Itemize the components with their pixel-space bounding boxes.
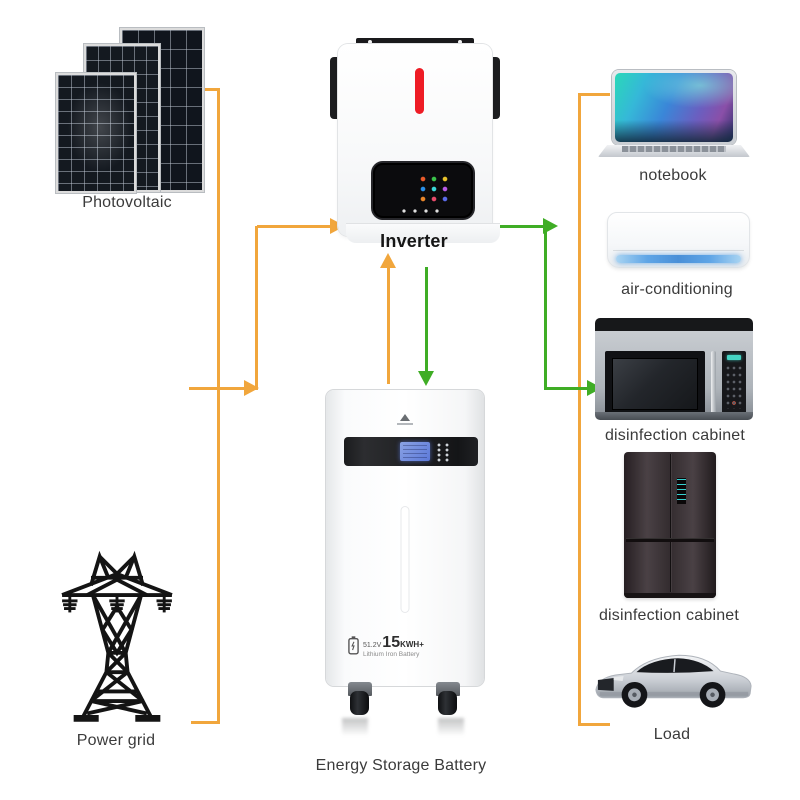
wheel-reflection-right [438,718,464,736]
microwave-handle [711,351,716,417]
wheel-reflection-left [342,718,368,736]
notebook-screen [612,70,736,145]
ac-vent-glow [616,255,741,263]
battery-spec-rating: 51.2V 15 KWH+ [363,634,424,651]
power-grid-icon [61,550,173,722]
battery-capacity-unit: KWH+ [400,640,424,649]
battery-spec-text: 51.2V 15 KWH+ Lithium Iron Battery [363,634,424,659]
display-dots [401,208,445,214]
photovoltaic-label: Photovoltaic [82,194,172,211]
car-image [595,654,752,708]
battery-indicator-leds [436,442,452,462]
wire-cabinet-feed [547,387,588,390]
wire-loadbus-load [580,723,610,726]
wire-source-bus [217,88,220,724]
microwave-body [595,331,753,417]
inverter-display [373,163,473,218]
wire-battery-charge [425,267,428,372]
microwave-base [595,412,753,420]
air-conditioning-label: air-conditioning [621,281,733,298]
battery-light-strip [401,507,409,612]
battery-icon [348,636,359,655]
inverter-mount-bar [356,38,474,46]
disinfection-cabinet-image [595,318,753,420]
microwave-top [595,318,753,331]
load-label: Load [653,726,691,743]
wire-source-branch [189,387,245,390]
caster-tire [350,691,369,715]
inverter-heatsink-left [330,57,340,119]
inverter-body [338,44,500,243]
power-grid-label: Power grid [76,732,156,749]
wire-battery-discharge [387,267,390,384]
arrow-battery-charge [418,371,434,386]
battery-body: 51.2V 15 KWH+ Lithium Iron Battery [326,390,484,686]
wire-loadbus-notebook [580,93,610,96]
wire-inverter-input [257,225,331,228]
microwave-keypad [725,365,743,409]
battery-display-band [344,437,478,466]
wire-pv-feed [200,88,219,91]
status-leds [417,175,451,205]
battery-spec: 51.2V 15 KWH+ Lithium Iron Battery [348,634,424,659]
fridge-base [624,593,716,598]
air-conditioner-image [607,212,750,268]
notebook-display [615,73,733,142]
wire-grid-feed [191,721,220,724]
arrow-battery-discharge [380,253,396,268]
inverter-heatsink-right [490,57,500,119]
battery-label: Energy Storage Battery [315,757,487,774]
wire-output-drop [544,225,547,390]
inverter-label: Inverter [380,231,448,251]
fridge-display [675,476,688,506]
microwave-control-panel [722,351,746,417]
notebook-label: notebook [639,167,707,184]
caster-wheel-left [346,682,376,716]
disinfection-cabinet-label-2: disinfection cabinet [598,607,740,624]
microwave-door [605,351,705,417]
caster-tire [438,691,457,715]
inverter-unit [330,38,500,243]
battery-chemistry: Lithium Iron Battery [363,651,420,659]
inverter-bottom-panel [346,223,500,243]
panel-glare [58,75,134,191]
brand-logo-icon [400,414,410,421]
inverter-led-bar [415,68,424,114]
brand-logo-text [397,423,413,425]
wire-inverter-output [489,225,544,228]
battery-capacity: 15 [382,634,401,651]
battery-lcd [400,442,430,461]
disinfection-cabinet-label-1: disinfection cabinet [604,427,746,444]
notebook-keyboard [622,146,726,152]
battery-voltage: 51.2V [363,642,382,649]
fridge-body [624,452,716,598]
notebook-image [598,66,750,161]
wire-inverter-riser [255,226,258,390]
refrigerator-image [624,452,716,598]
solar-panel-front [56,73,136,193]
microwave-display [727,355,741,360]
caster-wheel-right [434,682,464,716]
wire-load-bus [578,93,581,726]
battery-unit: 51.2V 15 KWH+ Lithium Iron Battery [320,388,490,728]
